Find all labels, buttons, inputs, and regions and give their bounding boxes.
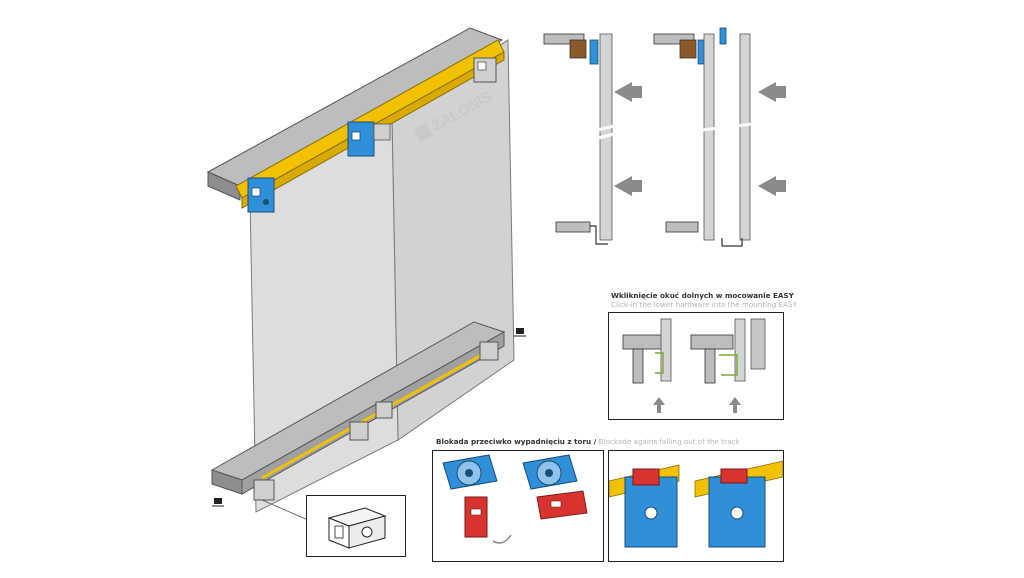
- blockade-box-2: [608, 450, 784, 562]
- blockade-title: Blokada przeciwko wypadnięciu z toru / B…: [436, 437, 739, 446]
- roller-plate-2: [522, 454, 578, 490]
- blockade-drawing-1: [442, 454, 588, 544]
- screw-icon-left: [212, 498, 224, 507]
- blockade-box-1: [432, 450, 604, 562]
- lock-red-2: [536, 490, 588, 520]
- blue-plate-2: [708, 476, 766, 548]
- top-board-side: [207, 171, 241, 201]
- lock-red-1: [464, 496, 488, 538]
- easy-mounting-drawing: [622, 318, 766, 413]
- top-roller-carriage-2: [347, 121, 391, 157]
- arrow-icon-3: [758, 82, 786, 102]
- blockade-title-pl: Blokada przeciwko wypadnięciu z toru /: [436, 437, 597, 446]
- red-lock-3: [632, 468, 660, 486]
- bottom-guide-2: [349, 421, 369, 441]
- bottom-guide-detail-box: [306, 495, 406, 557]
- bottom-guide-3: [375, 401, 393, 419]
- callout-line: [261, 499, 309, 521]
- blockade-title-en: Blockade agains falling out of the track: [598, 437, 740, 446]
- up-arrow-icon-2: [729, 397, 741, 413]
- top-roller-carriage-1: [247, 177, 275, 213]
- arrow-icon-1: [614, 82, 642, 102]
- easy-mounting-box: [608, 312, 784, 420]
- cross-section-1: [543, 33, 615, 245]
- easy-title-en: Click-in the lower hardware into the mou…: [611, 300, 797, 309]
- blockade-drawing-2: [609, 460, 783, 548]
- top-roller-carriage-3: [473, 57, 497, 83]
- up-arrow-icon-1: [653, 397, 665, 413]
- easy-title-pl: Wkliknięcie okuć dolnych w mocowanie EAS…: [611, 291, 794, 300]
- arrow-icon-4: [758, 176, 786, 196]
- bottom-guide-detail-drawing: [327, 507, 387, 549]
- bottom-guide-1: [253, 479, 275, 501]
- screw-icon-right: [514, 328, 526, 337]
- bottom-guide-4: [479, 341, 499, 361]
- arrow-icon-2: [614, 176, 642, 196]
- roller-plate-1: [442, 454, 498, 490]
- rotate-arrow-icon: [492, 534, 512, 544]
- cross-section-2: [653, 27, 753, 247]
- red-lock-4: [720, 468, 748, 484]
